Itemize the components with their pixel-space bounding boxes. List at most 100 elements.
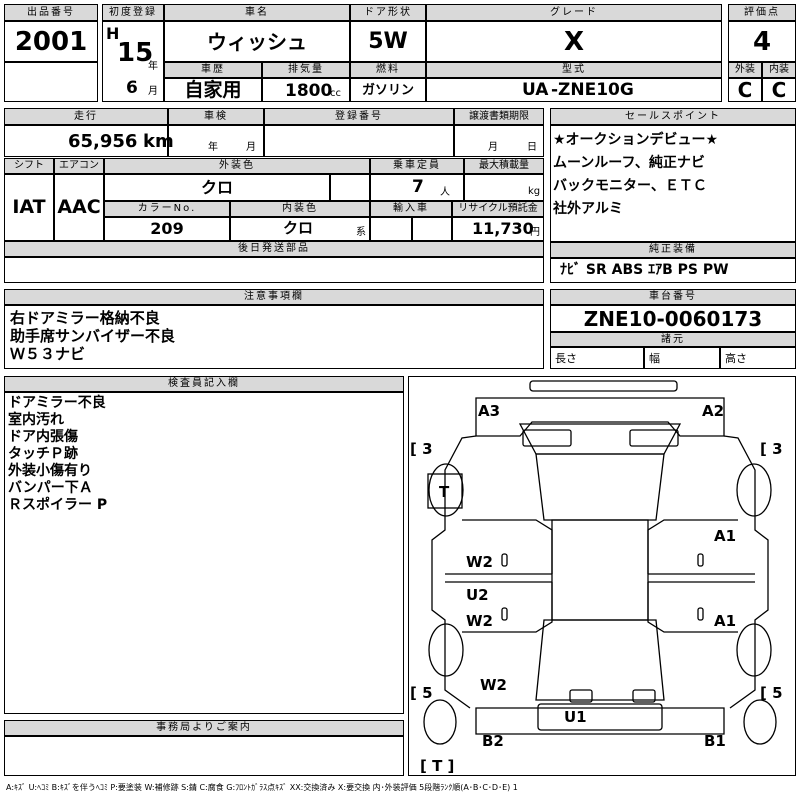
mileage-unit: km <box>143 131 174 152</box>
interior-header: 内装 <box>762 62 796 78</box>
genuine-equipment: ﾅﾋﾞ SR ABS ｴｱB PS PW <box>560 262 729 278</box>
load-unit: kg <box>528 186 541 197</box>
inspector-line: ドアミラー不良 <box>8 395 106 411</box>
transfer-day-unit: 日 <box>527 142 537 153</box>
note-line: 助手席サンバイザー不良 <box>10 327 176 345</box>
fuel-header: 燃料 <box>350 62 426 78</box>
notes-cell <box>4 305 544 369</box>
color-no-value: 209 <box>150 219 184 238</box>
exterior-cell <box>728 78 762 102</box>
import-header: 輸入車 <box>370 201 452 217</box>
capacity-cell <box>370 174 464 201</box>
inspector-line: Ｒスポイラー P <box>8 497 108 513</box>
later-parts-cell <box>4 257 544 283</box>
chassis-cell <box>550 305 796 332</box>
inspector-line: ドア内張傷 <box>8 429 78 445</box>
transfer-month-unit: 月 <box>488 142 498 153</box>
inspector-list: ドアミラー不良 室内汚れ ドア内張傷 タッチＰ跡 外装小傷有り バンパー下Ａ Ｒ… <box>8 395 107 514</box>
sales-point-line: ★オークションデビュー★ <box>553 132 719 148</box>
recycle-cell <box>452 217 544 241</box>
shift-value: IAT <box>12 196 46 218</box>
grade-value: X <box>563 26 585 57</box>
inspector-line: 室内汚れ <box>8 412 64 428</box>
shift-header: シフト <box>4 158 54 174</box>
score-header: 評価点 <box>728 4 796 21</box>
inspection-cell <box>168 125 264 157</box>
aircon-value: AAC <box>57 196 101 218</box>
int-color-unit: 系 <box>356 227 366 238</box>
sales-point-line: ムーンルーフ、純正ナビ <box>553 155 705 171</box>
ext-color-value: クロ <box>200 177 233 197</box>
sales-point-cell <box>550 125 796 242</box>
legend-text: A:ｷｽﾞ U:ﾍｺﾐ B:ｷｽﾞを伴うﾍｺﾐ P:要塗装 W:補修跡 S:錆 … <box>6 783 518 792</box>
model-value: -ZNE10G <box>551 80 634 100</box>
chassis-value: ZNE10-0060173 <box>583 306 763 331</box>
exterior-header: 外装 <box>728 62 762 78</box>
lot-no-lower-cell <box>4 62 98 102</box>
fuel-value: ガソリン <box>361 82 414 98</box>
spec-width-cell <box>644 347 720 369</box>
notes-header: 注意事項欄 <box>4 289 544 305</box>
int-color-value: クロ <box>283 219 314 237</box>
inspector-line: バンパー下Ａ <box>8 480 93 496</box>
door-cell <box>350 21 426 62</box>
color-no-cell <box>104 217 230 241</box>
spec-length-cell <box>550 347 644 369</box>
max-load-header: 最大積載量 <box>464 158 544 174</box>
capacity-unit: 人 <box>440 187 450 198</box>
genuine-header: 純正装備 <box>550 242 796 258</box>
capacity-header: 乗車定員 <box>370 158 464 174</box>
score-value: 4 <box>752 26 772 57</box>
exterior-value: C <box>737 78 753 102</box>
lot-no-cell <box>4 21 98 62</box>
shift-cell <box>4 174 54 241</box>
spec-length-label: 長さ <box>555 352 577 365</box>
door-header: ドア形状 <box>350 4 426 21</box>
transfer-header: 譲渡書類期限 <box>454 108 544 125</box>
color-no-header: カラーNo. <box>104 201 230 217</box>
aircon-header: エアコン <box>54 158 104 174</box>
inspector-line: タッチＰ跡 <box>8 446 78 462</box>
history-value: 自家用 <box>184 78 242 101</box>
year-unit: 年 <box>148 61 158 72</box>
office-cell <box>4 736 404 776</box>
displacement-unit: cc <box>330 88 341 99</box>
max-load-cell <box>464 174 544 201</box>
later-parts-header: 後日発送部品 <box>4 241 544 257</box>
inspection-month-unit: 月 <box>246 142 256 153</box>
inspection-year-unit: 年 <box>208 142 218 153</box>
grade-cell <box>426 21 722 62</box>
recycle-header: リサイクル預託金 <box>452 201 544 217</box>
int-color-cell <box>230 217 370 241</box>
interior-value: C <box>771 78 787 102</box>
history-cell <box>164 78 262 102</box>
lot-no-value: 2001 <box>14 26 88 57</box>
history-header: 車歴 <box>164 62 262 78</box>
diagram-frame <box>408 376 796 776</box>
ext-color-cell <box>104 174 330 201</box>
int-color-header: 内装色 <box>230 201 370 217</box>
inspection-header: 車検 <box>168 108 264 125</box>
mileage-cell <box>4 125 168 157</box>
door-value: 5W <box>368 28 408 54</box>
first-reg-header: 初度登録 <box>102 4 164 21</box>
lot-no-header: 出品番号 <box>4 4 98 21</box>
car-name-value: ウィッシュ <box>207 29 307 54</box>
spec-width-label: 幅 <box>649 352 660 365</box>
era-letter: H <box>106 24 120 43</box>
sales-point-line: 社外アルミ <box>553 201 623 217</box>
displacement-cell <box>262 78 350 102</box>
mileage-value: 65,956 <box>68 131 138 152</box>
notes-list: 右ドアミラー格納不良 助手席サンバイザー不良 Ｗ５３ナビ <box>10 309 175 363</box>
transfer-cell <box>454 125 544 157</box>
sales-point-header: セールスポイント <box>550 108 796 125</box>
note-line: Ｗ５３ナビ <box>10 345 86 363</box>
first-reg-cell <box>102 21 164 102</box>
reg-no-header: 登録番号 <box>264 108 454 125</box>
displacement-header: 排気量 <box>262 62 350 78</box>
note-line: 右ドアミラー格納不良 <box>10 309 160 327</box>
month-unit: 月 <box>148 86 158 97</box>
inspector-line: 外装小傷有り <box>8 463 92 479</box>
chassis-header: 車台番号 <box>550 289 796 305</box>
recycle-value: 11,730 <box>472 219 534 238</box>
